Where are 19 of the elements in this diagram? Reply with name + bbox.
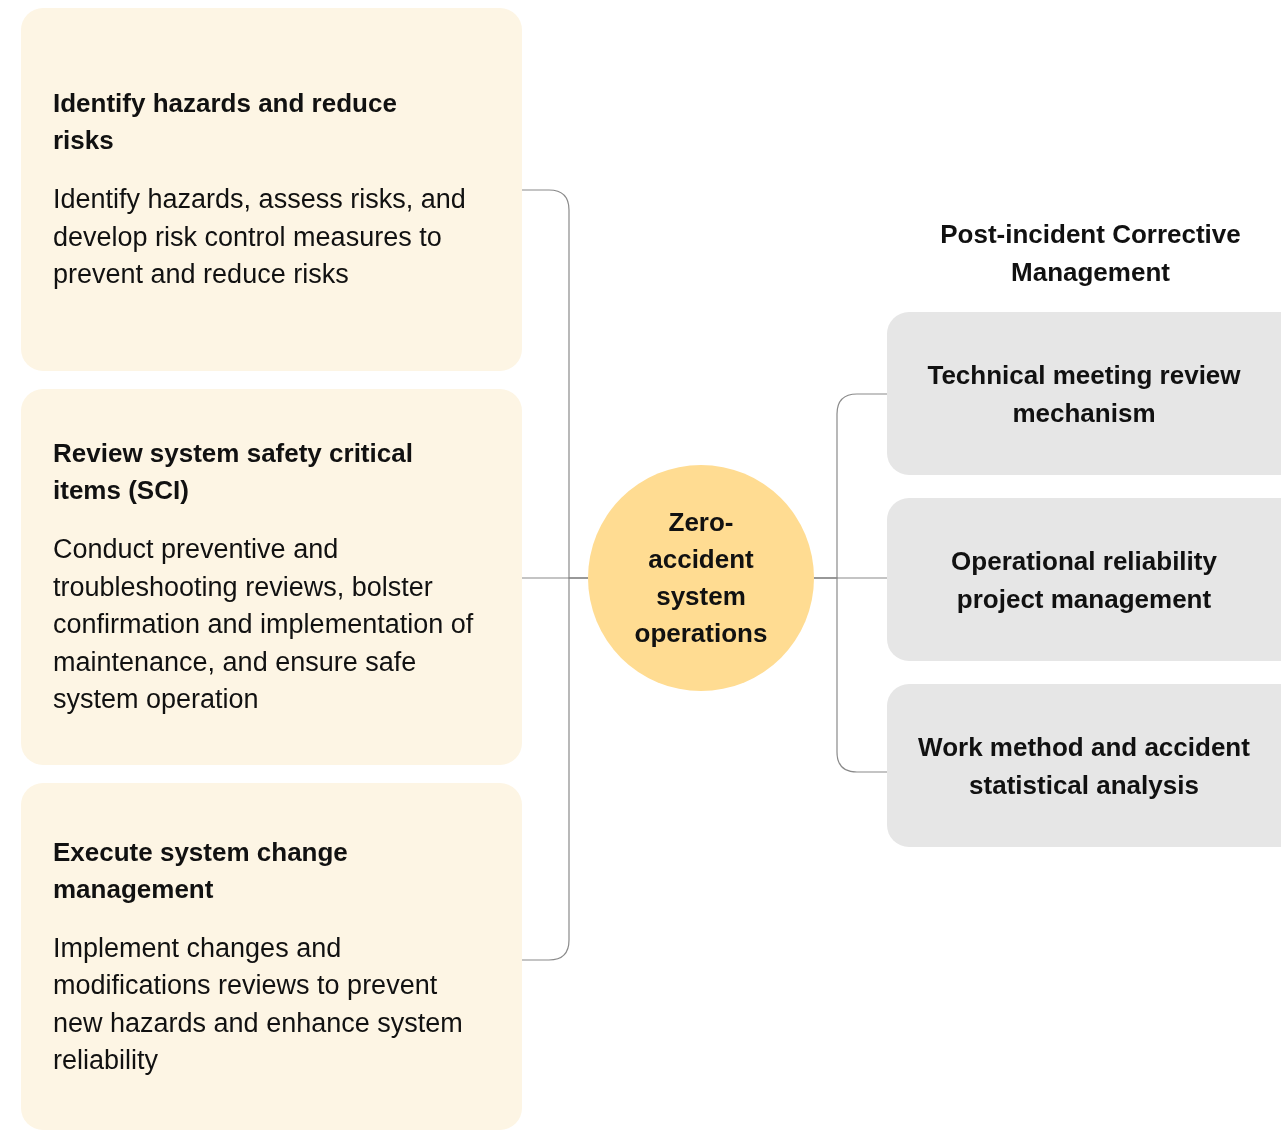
card-heading: Identify hazards and reduce risks (53, 87, 398, 158)
action-card (887, 498, 1281, 661)
card-heading: Operational reliability project management (950, 544, 1218, 616)
card-heading: Work method and accident statistical analysis (917, 730, 1251, 802)
circle-label: Zero-accident system operations (633, 506, 769, 650)
action-card (887, 312, 1281, 475)
step-card (21, 8, 522, 371)
step-card (21, 783, 522, 1130)
connector-line (813, 577, 888, 773)
card-description: Identify hazards, assess risks, and develop risk control measures to prevent and reduce risks (53, 183, 467, 292)
card-heading: Technical meeting review mechanism (926, 358, 1242, 430)
column-heading: Post-incident Corrective Management (939, 218, 1242, 289)
card-description: Implement changes and modifications reviews to prevent new hazards and enhance system reliability (53, 931, 464, 1077)
card-heading: Execute system change management (53, 835, 349, 906)
card-description: Conduct preventive and troubleshooting reviews, bolster confirmation and implementation of maintenance, and ensure safe system operation (53, 533, 475, 717)
connector-line (521, 577, 589, 961)
action-card (887, 684, 1281, 847)
card-heading: Review system safety critical items (SCI) (53, 437, 414, 508)
step-card (21, 389, 522, 765)
